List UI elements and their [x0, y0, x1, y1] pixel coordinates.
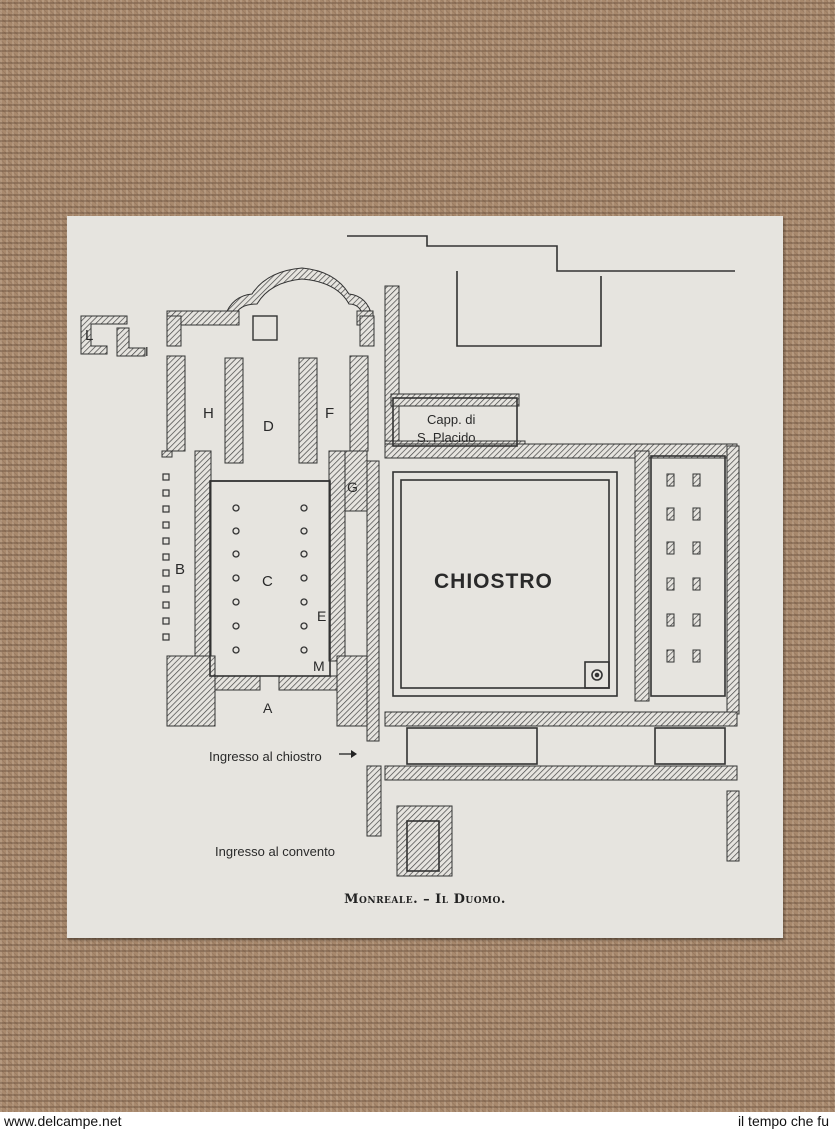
chiostro-inner — [400, 479, 610, 689]
far-east-stub — [726, 790, 740, 862]
north-building — [456, 271, 602, 347]
transept-right-wall — [349, 355, 369, 452]
fountain — [591, 669, 603, 681]
label-H: H — [203, 405, 214, 422]
transept-pillar-right — [298, 357, 318, 464]
left-tower — [166, 655, 216, 727]
nave-outer-left — [161, 450, 173, 458]
label-A: A — [263, 700, 273, 716]
label-E: E — [317, 608, 326, 624]
west-corridor-wall — [366, 460, 380, 742]
north-boundary — [347, 235, 735, 272]
fountain-box — [584, 661, 610, 689]
print-clipping: L I H D F G B C E M A Capp. di S. Placid… — [67, 216, 783, 938]
east-wing-room — [650, 455, 726, 697]
nave-columns — [232, 504, 308, 654]
lower-room-2 — [654, 727, 726, 765]
aisle-right-wall — [328, 450, 346, 662]
walls — [80, 267, 740, 877]
watermark-left: www.delcampe.net — [4, 1113, 122, 1129]
aisle-windows — [162, 473, 170, 641]
label-G: G — [347, 479, 358, 495]
cloister-south-wall — [384, 711, 738, 727]
building-L — [80, 315, 128, 355]
lower-stair — [406, 820, 440, 872]
floor-plan: L I H D F G B C E M A Capp. di S. Placid… — [80, 235, 740, 877]
label-F: F — [325, 405, 334, 422]
label-capp-line2: S. Placido — [417, 430, 476, 445]
transept-left-wall — [166, 355, 186, 452]
transept-pillar-left — [224, 357, 244, 464]
label-D: D — [263, 418, 274, 435]
label-ingresso-convento: Ingresso al convento — [215, 844, 335, 859]
east-wing-wall — [726, 445, 740, 715]
lower-wing-wall — [384, 765, 738, 781]
apse-side-right — [359, 315, 375, 347]
chiostro-outer — [392, 471, 618, 697]
lower-room-1 — [406, 727, 538, 765]
aisle-left-wall — [194, 450, 212, 662]
label-capp-line1: Capp. di — [427, 412, 476, 427]
entrance-right — [278, 675, 338, 691]
placido-room — [392, 397, 518, 447]
placido-wall — [390, 393, 520, 407]
watermark-bar: www.delcampe.net il tempo che fu — [0, 1112, 835, 1132]
stair-block — [396, 805, 453, 877]
north-wall-a — [384, 285, 400, 457]
apse-side-left — [166, 315, 182, 347]
east-wing-piers — [666, 473, 701, 663]
label-L: L — [85, 327, 93, 344]
building-I — [116, 327, 146, 357]
label-C: C — [262, 573, 273, 590]
cloister-east-wall — [634, 450, 650, 702]
label-ingresso-chiostro: Ingresso al chiostro — [209, 749, 322, 764]
apse-altar — [252, 315, 278, 341]
label-B: B — [175, 561, 185, 578]
lower-west-wall — [366, 765, 382, 837]
entrance-left — [214, 675, 261, 691]
label-chiostro: CHIOSTRO — [434, 570, 553, 593]
apse-main — [224, 267, 373, 317]
outlines — [209, 235, 735, 872]
label-I: I — [145, 344, 149, 359]
plan-caption: Monreale. – Il Duomo. — [344, 892, 506, 907]
label-M: M — [313, 658, 325, 674]
watermark-right: il tempo che fu — [737, 1113, 829, 1129]
